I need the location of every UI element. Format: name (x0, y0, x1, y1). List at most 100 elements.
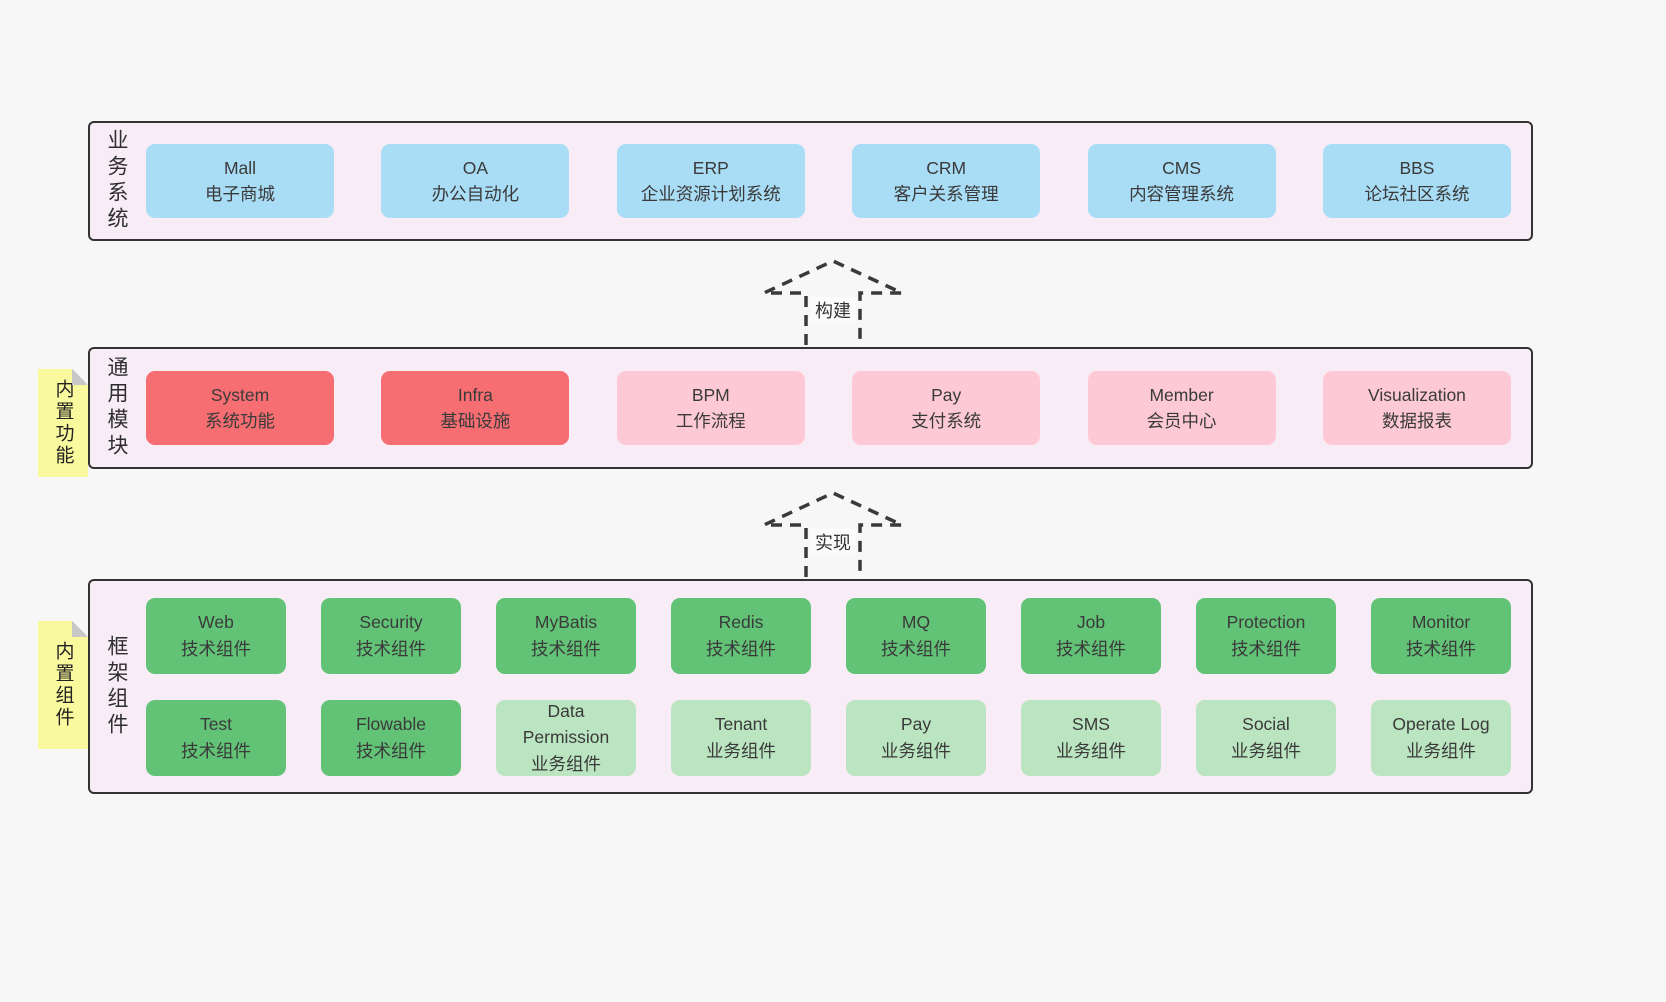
box-title: Visualization (1367, 384, 1466, 405)
box-title: ERP (692, 157, 729, 178)
box-title: Pay (931, 384, 962, 405)
box-subtitle: 技术组件 (1406, 638, 1476, 659)
box-bpm: BPM 工作流程 (616, 371, 805, 445)
box-member: Member 会员中心 (1087, 371, 1276, 445)
box-pay-component: Pay 业务组件 (846, 699, 986, 776)
box-subtitle: 业务组件 (1406, 740, 1476, 761)
box-security: Security 技术组件 (321, 597, 461, 674)
box-pay-module: Pay 支付系统 (852, 371, 1041, 445)
box-title: Data Permission (522, 701, 610, 748)
box-title: CMS (1162, 157, 1201, 178)
box-subtitle: 电子商城 (205, 184, 275, 204)
box-title: BPM (691, 384, 730, 405)
band-framework-components-frame: 框架组件 Web 技术组件 Security 技术组件 MyBatis 技术组件 (88, 579, 1533, 794)
box-title: CRM (926, 157, 967, 178)
band-business-systems-frame: 业务系统 Mall 电子商城 OA 办公自动化 ERP 企业资源计划系统 (88, 121, 1533, 241)
box-title: Infra (457, 384, 493, 405)
box-subtitle: 技术组件 (706, 638, 776, 659)
band-label-framework-components: 框架组件 (105, 634, 128, 739)
box-subtitle: 论坛社区系统 (1364, 184, 1470, 204)
band-business-systems-row: Mall 电子商城 OA 办公自动化 ERP 企业资源计划系统 CRM 客户关系… (146, 144, 1511, 218)
box-subtitle: 内容管理系统 (1129, 184, 1235, 204)
band-common-modules-rows: System 系统功能 Infra 基础设施 BPM 工作流程 Pay 支付系统 (142, 349, 1531, 467)
box-title: BBS (1399, 157, 1435, 178)
box-title: Web (198, 612, 234, 633)
box-erp: ERP 企业资源计划系统 (616, 144, 805, 218)
framework-components-row-2: Test 技术组件 Flowable 技术组件 Data Permission … (146, 699, 1511, 776)
box-subtitle: 数据报表 (1381, 411, 1452, 431)
box-test: Test 技术组件 (146, 699, 286, 776)
arrow-label-build: 构建 (810, 297, 856, 323)
box-title: System (210, 384, 270, 405)
box-subtitle: 技术组件 (881, 638, 951, 659)
box-subtitle: 系统功能 (205, 411, 275, 431)
box-title: Member (1149, 384, 1214, 405)
box-title: MyBatis (534, 612, 598, 633)
box-title: Monitor (1411, 612, 1471, 633)
box-infra: Infra 基础设施 (381, 371, 570, 445)
box-mq: MQ 技术组件 (846, 597, 986, 674)
box-subtitle: 业务组件 (881, 740, 951, 761)
box-subtitle: 客户关系管理 (893, 184, 999, 204)
box-title: Operate Log (1392, 714, 1490, 735)
box-sms: SMS 业务组件 (1021, 699, 1161, 776)
box-mybatis: MyBatis 技术组件 (496, 597, 636, 674)
arrow-zone-build: 构建 (0, 241, 1666, 347)
box-subtitle: 支付系统 (911, 411, 982, 431)
box-title: Redis (718, 612, 764, 633)
box-cms: CMS 内容管理系统 (1087, 144, 1276, 218)
sticky-note-builtin-components: 内置组件 (38, 621, 88, 749)
box-title: MQ (901, 612, 931, 633)
box-subtitle: 工作流程 (675, 411, 746, 431)
box-monitor: Monitor 技术组件 (1371, 597, 1511, 674)
box-subtitle: 技术组件 (531, 638, 601, 659)
box-subtitle: 业务组件 (1056, 740, 1126, 761)
band-common-modules-row: System 系统功能 Infra 基础设施 BPM 工作流程 Pay 支付系统 (146, 371, 1511, 445)
sticky-note-builtin-features: 内置功能 (38, 369, 88, 477)
box-crm: CRM 客户关系管理 (852, 144, 1041, 218)
box-tenant: Tenant 业务组件 (671, 699, 811, 776)
up-arrow-build-icon: 构建 (760, 257, 906, 345)
box-subtitle: 技术组件 (356, 638, 426, 659)
box-web: Web 技术组件 (146, 597, 286, 674)
band-common-modules-frame: 通用模块 System 系统功能 Infra 基础设施 BPM 工作流程 (88, 347, 1533, 469)
box-title: Flowable (355, 714, 427, 735)
box-subtitle: 基础设施 (440, 411, 511, 431)
band-framework-components-rows: Web 技术组件 Security 技术组件 MyBatis 技术组件 Redi… (142, 581, 1531, 792)
box-system: System 系统功能 (146, 371, 334, 445)
framework-components-row-1: Web 技术组件 Security 技术组件 MyBatis 技术组件 Redi… (146, 597, 1511, 674)
box-subtitle: 技术组件 (356, 740, 426, 761)
box-flowable: Flowable 技术组件 (321, 699, 461, 776)
box-title: OA (462, 157, 489, 178)
box-subtitle: 业务组件 (531, 753, 601, 774)
box-subtitle: 技术组件 (181, 638, 251, 659)
box-bbs: BBS 论坛社区系统 (1322, 144, 1511, 218)
box-social: Social 业务组件 (1196, 699, 1336, 776)
box-visualization: Visualization 数据报表 (1322, 371, 1511, 445)
box-operate-log: Operate Log 业务组件 (1371, 699, 1511, 776)
band-business-systems: 业务系统 Mall 电子商城 OA 办公自动化 ERP 企业资源计划系统 (88, 121, 1533, 241)
band-business-systems-rows: Mall 电子商城 OA 办公自动化 ERP 企业资源计划系统 CRM 客户关系… (142, 123, 1531, 239)
box-redis: Redis 技术组件 (671, 597, 811, 674)
box-title: Job (1076, 612, 1106, 633)
box-oa: OA 办公自动化 (381, 144, 570, 218)
box-subtitle: 业务组件 (706, 740, 776, 761)
box-title: Social (1242, 714, 1290, 735)
arrow-zone-implement: 实现 (0, 469, 1666, 579)
band-label-business-systems: 业务系统 (105, 129, 128, 233)
box-title: Mall (223, 157, 257, 178)
band-common-modules: 内置功能 通用模块 System 系统功能 Infra 基础设施 BPM 工作流… (38, 347, 1533, 477)
band-framework-components: 内置组件 框架组件 Web 技术组件 Security 技术组件 MyBatis… (38, 579, 1533, 794)
box-title: Test (199, 714, 233, 735)
box-protection: Protection 技术组件 (1196, 597, 1336, 674)
box-subtitle: 技术组件 (1231, 638, 1301, 659)
box-mall: Mall 电子商城 (146, 144, 334, 218)
box-title: Tenant (714, 714, 768, 735)
box-title: Pay (900, 714, 932, 735)
box-title: Security (359, 612, 423, 633)
box-subtitle: 业务组件 (1231, 740, 1301, 761)
band-label-common-modules: 通用模块 (105, 356, 128, 460)
box-subtitle: 办公自动化 (431, 184, 520, 204)
box-subtitle: 会员中心 (1146, 411, 1217, 431)
box-subtitle: 企业资源计划系统 (640, 184, 781, 204)
